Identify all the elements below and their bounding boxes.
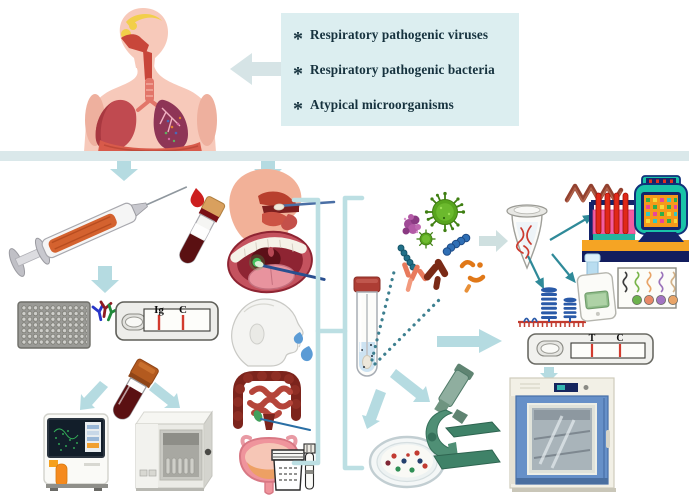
antibody-icons [91, 300, 120, 322]
microscope-icon [425, 363, 502, 470]
bacteria-cocci-teal-icon [397, 244, 417, 271]
arrow-down-petri-icon [362, 389, 386, 429]
info-label-bacteria: Respiratory pathogenic bacteria [310, 61, 495, 77]
incubator-icon [509, 377, 616, 492]
colony-dots [385, 450, 428, 473]
arrow-down-serology-icon [91, 266, 119, 293]
urine-sample-icon [238, 435, 316, 495]
dotted-connector-lines [370, 266, 443, 366]
throat-swab-icon [227, 230, 326, 294]
arrow-right-antigen-icon [437, 329, 502, 353]
dna-helix-icon [564, 183, 624, 203]
virus-green-small-icon [416, 229, 436, 249]
molecular-flow-arrows [527, 214, 594, 290]
urine-cup-icon [271, 449, 305, 491]
arrow-left-icon [230, 53, 281, 85]
blood-tube-icon-2 [112, 358, 159, 420]
bacteria-cocci-blue-icon [442, 233, 471, 256]
collection-bracket [291, 195, 365, 471]
virus-green-large-icon [424, 191, 466, 233]
blood-tube-icon [179, 196, 226, 264]
arrow-down-right-icon [149, 382, 180, 408]
pcr-tube-rack-icon [589, 192, 637, 240]
divider-bar [0, 151, 689, 161]
arrow-down-incubator-icon [540, 367, 558, 382]
sequencing-panel-icon [617, 267, 679, 309]
info-row-atypical: * Atypical microorganisms [293, 96, 454, 120]
blood-drop-icon [190, 188, 205, 208]
petri-dish-icon [368, 435, 446, 489]
arrow-right-pathogens-icon [479, 230, 508, 252]
info-label-atypical: Atypical microorganisms [310, 96, 454, 112]
bacteria-rod-maroon-icon [423, 258, 449, 290]
droplet-icon [293, 332, 304, 344]
droplet-icon [300, 346, 313, 362]
antigen-cassette: T C [527, 333, 654, 365]
specimen-tube-icon [353, 276, 381, 377]
portable-reader-icon [576, 253, 617, 322]
serology-label-ig: Ig [154, 304, 164, 316]
serology-label-c: C [179, 304, 187, 316]
virus-purple-icon [402, 214, 421, 235]
arrow-down-left-icon [80, 381, 108, 410]
nasal-secretion-icon [231, 298, 313, 367]
pathogen-info-box: * Respiratory pathogenic viruses * Respi… [281, 13, 519, 126]
antigen-label-t: T [589, 333, 596, 344]
respiratory-system-illustration [84, 8, 217, 152]
arrow-down-blood-icon [110, 161, 138, 181]
lab-bench-top [582, 240, 689, 251]
pathogen-cluster-icon [397, 191, 486, 293]
hematology-analyzer-icon [43, 413, 109, 491]
syringe-icon [8, 186, 188, 277]
thermocycler-icon [634, 175, 688, 242]
bacteria-curved-orange-icon [459, 260, 486, 293]
rectal-swab-icon [233, 371, 311, 431]
urine-tube-icon [303, 443, 316, 490]
info-row-viruses: * Respiratory pathogenic viruses [293, 26, 489, 50]
microplate-icon [17, 301, 91, 349]
centrifuge-tube-icon [506, 204, 548, 270]
arrow-down-microscope-icon [390, 369, 430, 402]
sample-processor-icon [135, 410, 213, 491]
antigen-label-c: C [616, 333, 623, 344]
info-label-viruses: Respiratory pathogenic viruses [310, 26, 489, 42]
lamp-amplification-icon [518, 287, 586, 327]
serology-cassette: Ig C [115, 301, 219, 341]
lab-bench-base [582, 251, 689, 262]
info-row-bacteria: * Respiratory pathogenic bacteria [293, 61, 495, 85]
